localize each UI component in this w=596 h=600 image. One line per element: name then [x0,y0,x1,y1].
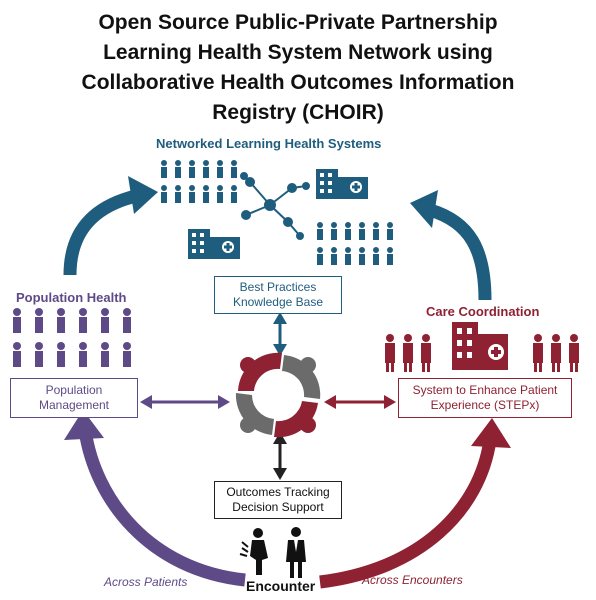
diagram-title: Open Source Public-Private Partnership L… [81,11,515,124]
networked-learning-label: Networked Learning Health Systems [156,136,382,151]
doctor-icon [286,527,306,578]
hospital-icon [188,229,240,259]
best-practices-box: Best Practices Knowledge Base [214,276,342,314]
double-arrow-bottom [273,432,287,480]
people-group-icon [385,334,579,372]
hospital-icon [316,169,368,199]
collaboration-logo-icon [235,352,321,438]
care-coordination-label: Care Coordination [426,304,540,319]
people-group-icon [13,308,131,367]
purple-arrow [64,410,246,587]
double-arrow-left [140,395,230,409]
stepx-box: System to Enhance Patient Experience (ST… [398,378,572,418]
blue-arrow-left [63,176,158,276]
across-patients-label: Across Patients [104,575,188,589]
encounter-label: Encounter [246,578,316,594]
red-arrow [319,418,511,589]
double-arrow-right [324,395,396,409]
population-management-box: Population Management [10,378,138,418]
patient-icon [239,528,268,575]
double-arrow-top [273,312,287,356]
population-health-label: Population Health [16,290,127,305]
blue-arrow-right [410,190,492,301]
people-group-icon [161,160,237,203]
network-graph-icon [240,172,310,240]
people-group-icon [317,222,393,265]
across-encounters-label: Across Encounters [362,573,463,587]
hospital-icon [452,322,508,370]
outcomes-tracking-box: Outcomes Tracking Decision Support [214,481,342,519]
